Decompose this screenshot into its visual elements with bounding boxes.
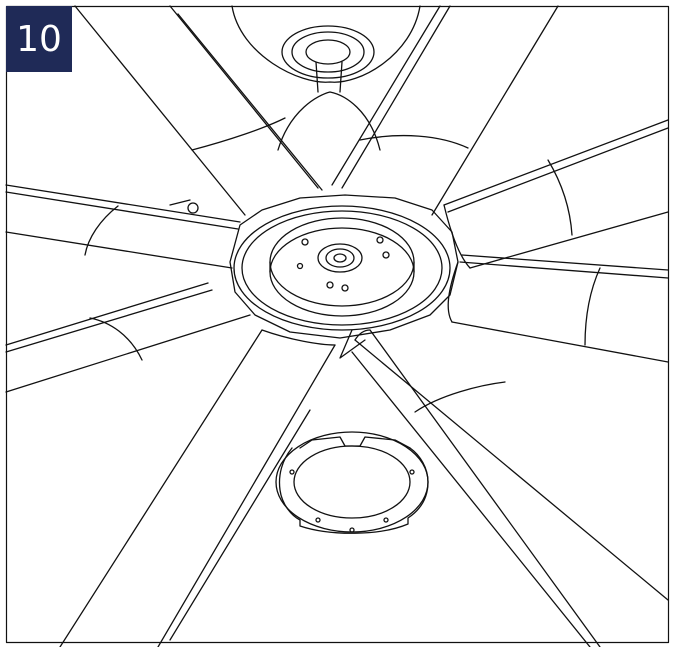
blade-top-center [331,5,559,216]
blade-right-lower [447,254,669,363]
step-number: 10 [16,18,62,60]
blade-left-lower [5,282,251,393]
canopy [231,5,421,151]
blade-left-upper [5,184,241,269]
blade-bottom-left [59,329,336,647]
frame-border [5,5,670,644]
blade-top-left [74,5,323,216]
blade-right-upper [443,119,669,269]
trim-ring [275,431,429,534]
fan-hub [229,194,459,359]
step-number-badge: 10 [6,6,72,72]
blade-bottom-right [351,329,669,647]
